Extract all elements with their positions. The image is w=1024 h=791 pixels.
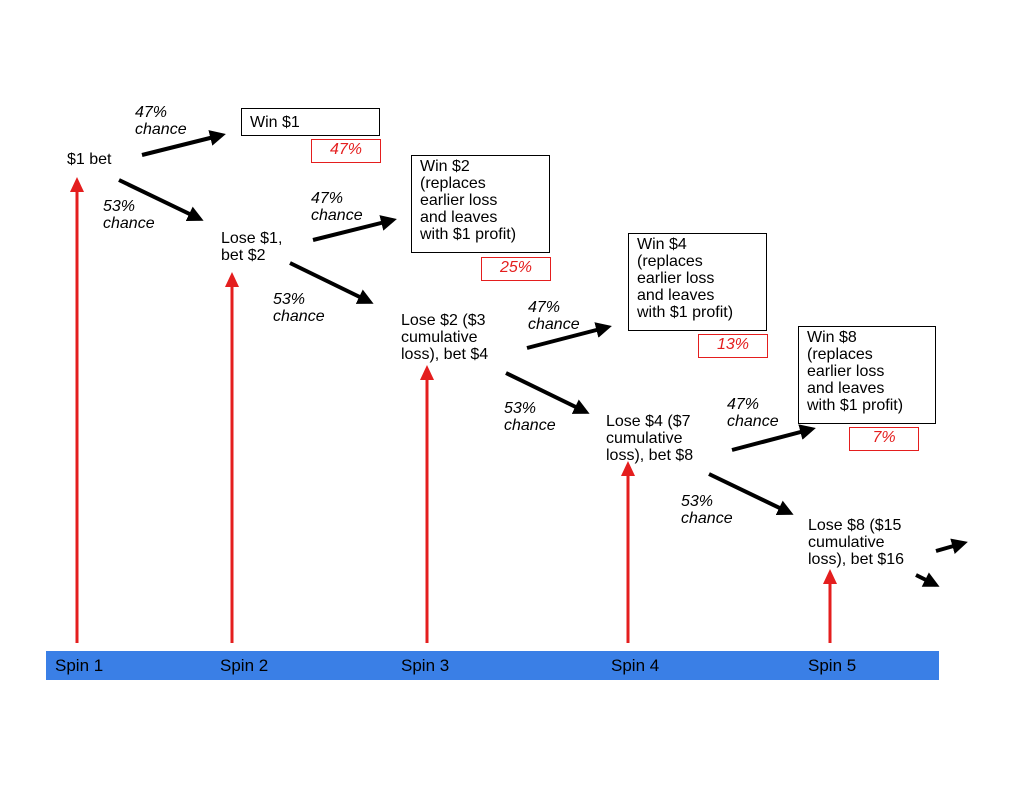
lose-arrow-2 <box>289 261 374 304</box>
spin-arrow-4-head <box>621 461 635 476</box>
lose-chance-label-2: 53% chance <box>273 291 325 325</box>
spin-arrow-3-head <box>420 365 434 380</box>
probability-box-4: 7% <box>849 427 919 451</box>
spin-arrows <box>70 177 837 643</box>
spin-arrow-5-head <box>823 569 837 584</box>
win-box-4: Win $8 (replaces earlier loss and leaves… <box>798 326 936 424</box>
lose-node-4: Lose $8 ($15 cumulative loss), bet $16 <box>808 517 905 568</box>
lose-arrow-4 <box>708 472 794 516</box>
lose-node-1: Lose $1, bet $2 <box>221 230 283 264</box>
probability-box-2: 25% <box>481 257 551 281</box>
win-chance-label-2: 47% chance <box>311 190 363 224</box>
win-box-1: Win $1 <box>241 108 380 136</box>
win-chance-label-4: 47% chance <box>727 396 779 430</box>
bet-node: $1 bet <box>67 151 112 168</box>
lose-arrow-5 <box>915 572 940 587</box>
win-arrow-3 <box>526 322 612 350</box>
win-box-2: Win $2 (replaces earlier loss and leaves… <box>411 155 550 253</box>
spin-arrow-1-head <box>70 177 84 192</box>
win-arrow-1 <box>141 130 226 157</box>
probability-box-1: 47% <box>311 139 381 163</box>
win-arrow-2 <box>312 215 397 242</box>
lose-node-3: Lose $4 ($7 cumulative loss), bet $8 <box>606 413 694 464</box>
spin-label-5: Spin 5 <box>808 656 857 675</box>
lose-chance-label-4: 53% chance <box>681 493 733 527</box>
win-chance-label-1: 47% chance <box>135 104 187 138</box>
win-arrow-5 <box>935 538 968 554</box>
spin-label-2: Spin 2 <box>220 656 269 675</box>
spin-label-4: Spin 4 <box>611 656 660 675</box>
win-chance-label-3: 47% chance <box>528 299 580 333</box>
lose-arrow-1 <box>118 178 204 222</box>
spin-timeline-bar <box>46 651 939 680</box>
lose-chance-label-1: 53% chance <box>103 198 155 232</box>
spin-label-1: Spin 1 <box>55 656 104 675</box>
probability-box-3: 13% <box>698 334 768 358</box>
win-arrow-4 <box>731 424 816 452</box>
lose-node-2: Lose $2 ($3 cumulative loss), bet $4 <box>401 312 489 363</box>
spin-label-3: Spin 3 <box>401 656 450 675</box>
lose-chance-label-3: 53% chance <box>504 400 556 434</box>
win-box-3: Win $4 (replaces earlier loss and leaves… <box>628 233 767 331</box>
spin-arrow-2-head <box>225 272 239 287</box>
lose-arrow-3 <box>505 371 590 414</box>
branch-arrows <box>118 130 968 587</box>
